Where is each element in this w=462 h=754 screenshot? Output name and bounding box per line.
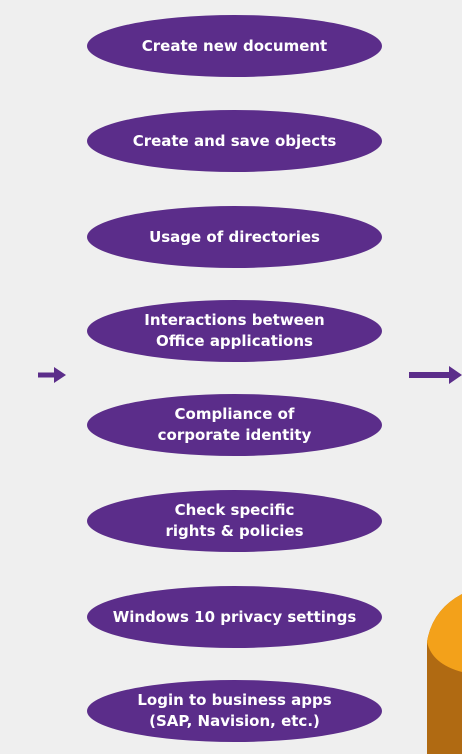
step-label-line: (SAP, Navision, etc.) bbox=[149, 712, 320, 730]
step-label-line: rights & policies bbox=[165, 522, 304, 540]
step-windows-10-privacy-settings: Windows 10 privacy settings bbox=[87, 586, 382, 648]
step-label-line: Login to business apps bbox=[137, 691, 332, 709]
step-compliance-of-corporate-identity: Compliance of corporate identity bbox=[87, 394, 382, 456]
step-label-line: Create and save objects bbox=[132, 131, 337, 150]
step-interactions-between-office-apps: Interactions between Office applications bbox=[87, 300, 382, 362]
step-usage-of-directories: Usage of directories bbox=[87, 206, 382, 268]
step-label-line: Windows 10 privacy settings bbox=[112, 607, 357, 626]
step-check-specific-rights-policies: Check specific rights & policies bbox=[87, 490, 382, 552]
step-label-line: corporate identity bbox=[157, 426, 312, 444]
step-label-line: Check specific bbox=[174, 501, 295, 519]
step-label-line: Compliance of bbox=[174, 405, 295, 423]
step-label-line: Usage of directories bbox=[149, 227, 320, 246]
step-create-new-document: Create new document bbox=[87, 15, 382, 77]
left-arrow-icon bbox=[38, 367, 66, 383]
step-label-line: Create new document bbox=[141, 36, 328, 55]
right-arrow-icon bbox=[409, 366, 462, 384]
step-label-line: Office applications bbox=[156, 332, 313, 350]
step-label-line: Interactions between bbox=[144, 311, 325, 329]
step-login-to-business-apps: Login to business apps (SAP, Navision, e… bbox=[87, 680, 382, 742]
step-create-and-save-objects: Create and save objects bbox=[87, 110, 382, 172]
